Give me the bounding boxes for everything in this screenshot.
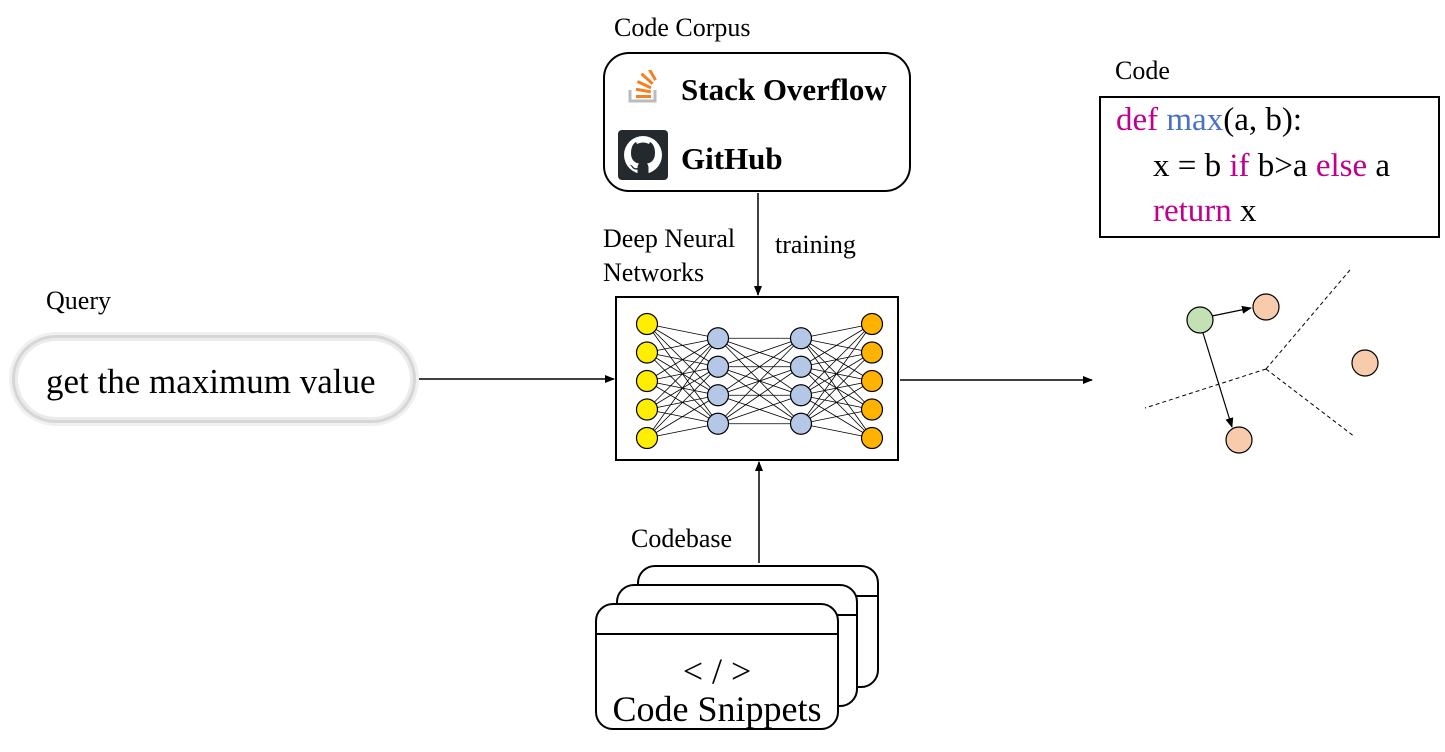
nn-connection [800, 323, 873, 396]
nn-connection [717, 366, 802, 425]
boundary-line [1265, 269, 1351, 370]
code-title: Code [1115, 56, 1170, 85]
nn-node-layer-1 [635, 341, 659, 364]
corpus-title: Code Corpus [614, 13, 751, 42]
code-keyword: if [1229, 148, 1250, 184]
boundary-line [1144, 368, 1267, 409]
code-text: x [1231, 193, 1257, 229]
stack-overflow-icon [628, 70, 657, 103]
code-text: x = b [1153, 148, 1230, 184]
query-input: get the maximum value [12, 335, 416, 423]
code-line-1: def max(a, b): [1116, 104, 1302, 137]
nn-node-layer-4 [860, 398, 884, 421]
embedding-space [1144, 269, 1379, 454]
nn-node-layer-2 [706, 355, 730, 378]
nn-connection [717, 337, 802, 368]
network-label-line1: Deep Neural [603, 224, 736, 253]
training-label: training [775, 230, 856, 259]
code-snippet-card-front: < / > Code Snippets [595, 603, 839, 730]
code-keyword: else [1315, 148, 1368, 184]
code-text: (a, b): [1223, 102, 1303, 138]
nn-node-layer-3 [789, 355, 813, 378]
nn-connection [800, 380, 873, 425]
code-vector-point [1252, 293, 1280, 321]
nn-node-layer-3 [789, 327, 813, 350]
neural-network-graph [635, 312, 884, 450]
nn-connection [800, 352, 873, 425]
corpus-box: Stack Overflow GitHub [603, 52, 911, 192]
code-text: a [1367, 148, 1391, 184]
code-text: b>a [1249, 148, 1316, 184]
code-vector-point [1225, 426, 1253, 454]
code-vector-point [1351, 349, 1379, 377]
code-keyword: def [1116, 102, 1159, 138]
corpus-source-github: GitHub [681, 141, 783, 176]
nn-connection [646, 323, 719, 339]
nn-connection [646, 337, 719, 410]
nn-connection [800, 323, 873, 424]
code-keyword: return [1153, 193, 1232, 229]
codebase-title: Codebase [631, 524, 733, 553]
nn-connection [717, 337, 802, 425]
nn-connection [800, 323, 873, 339]
nn-node-layer-2 [706, 327, 730, 350]
nn-connection [717, 337, 802, 396]
code-line-2: x = b if b>a else a [1153, 150, 1390, 183]
code-function-name: max [1166, 102, 1224, 138]
network-label-line2: Networks [603, 258, 705, 287]
nn-node-layer-1 [635, 369, 659, 393]
similarity-arrow [1211, 305, 1252, 317]
nn-node-layer-4 [860, 426, 884, 450]
nn-connection [800, 409, 873, 425]
nn-connection [646, 337, 719, 382]
query-vector-point [1186, 306, 1214, 334]
nn-node-layer-2 [706, 384, 730, 407]
nn-connection [646, 338, 719, 439]
nn-connection [800, 323, 873, 368]
nn-node-layer-2 [706, 412, 730, 435]
nn-connection [646, 337, 719, 353]
nn-node-layer-1 [635, 398, 659, 421]
nn-node-layer-3 [789, 384, 813, 407]
nn-connection [646, 366, 719, 439]
nn-connection [646, 423, 719, 439]
nn-connection [717, 394, 802, 425]
code-snippets-caption: Code Snippets [612, 689, 822, 729]
boundary-line [1265, 368, 1356, 438]
nn-node-layer-1 [635, 312, 659, 336]
nn-connection [646, 394, 719, 439]
nn-connection [800, 423, 873, 439]
nn-node-layer-1 [635, 426, 659, 450]
query-title: Query [46, 286, 111, 315]
similarity-arrow [1202, 332, 1234, 428]
code-line-3: return x [1153, 195, 1257, 228]
nn-node-layer-4 [860, 369, 884, 393]
neural-network-box [615, 296, 899, 461]
github-icon [618, 130, 668, 180]
nn-node-layer-4 [860, 341, 884, 364]
query-text: get the maximum value [46, 362, 376, 401]
nn-node-layer-4 [860, 312, 884, 336]
code-symbol: < / > [682, 651, 752, 691]
code-box: def max(a, b): x = b if b>a else a retur… [1099, 96, 1440, 238]
corpus-source-stack-overflow: Stack Overflow [681, 72, 887, 107]
nn-node-layer-3 [789, 412, 813, 435]
